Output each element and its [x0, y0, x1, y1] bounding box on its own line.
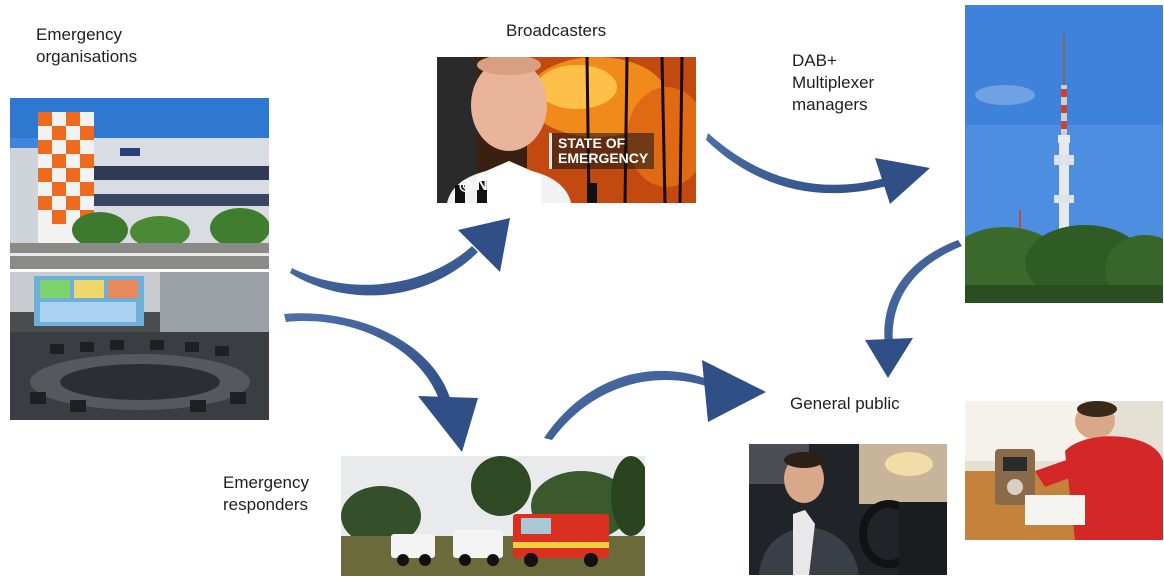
radio-listener-photo [965, 401, 1163, 540]
driver-listening-photo [749, 444, 947, 575]
abc-logo-icon: ◎ [459, 177, 473, 194]
abc-news-photo: STATE OF EMERGENCY ◎NEWS [437, 57, 696, 203]
news-logo-text: NEWS [475, 175, 529, 194]
ses-building-photo [10, 98, 269, 269]
arrow-responders-to-public [544, 360, 766, 440]
arrow-dab-to-public [865, 240, 962, 378]
arrow-org-to-responders [284, 313, 478, 452]
dab-multiplexer-managers-label: DAB+ Multiplexer managers [792, 51, 875, 114]
news-caption: STATE OF EMERGENCY [549, 133, 655, 169]
transmission-tower-photo [965, 5, 1163, 303]
broadcasters-label: Broadcasters [506, 21, 607, 40]
emergency-responders-label: Emergency responders [223, 473, 309, 514]
abc-news-logo: ◎NEWS [459, 175, 529, 195]
control-room-photo [10, 272, 269, 420]
fire-trucks-photo [341, 456, 645, 576]
general-public-label: General public [790, 394, 900, 413]
emergency-organisations-label: Emergency organisations [36, 25, 138, 66]
arrow-broadcasters-to-dab [706, 133, 930, 204]
arrow-org-to-broadcasters [290, 218, 510, 296]
